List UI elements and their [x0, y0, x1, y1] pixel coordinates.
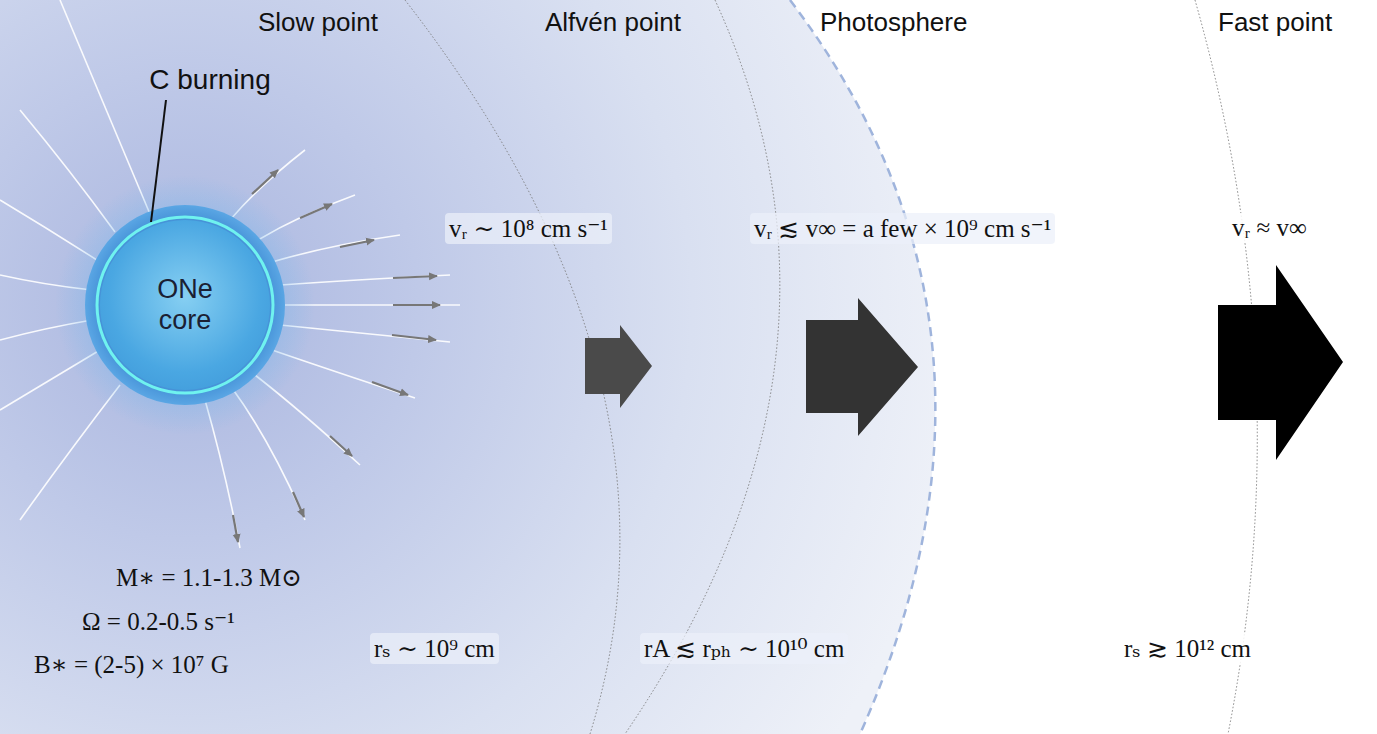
region-label: Slow point — [258, 7, 378, 38]
burning-shell-ring — [97, 217, 273, 393]
flow-arrow — [340, 240, 374, 247]
flow-arrow — [293, 492, 304, 517]
parameter-label: Ω = 0.2-0.5 s⁻¹ — [78, 606, 239, 637]
region-label: Photosphere — [820, 7, 967, 38]
wind-region — [0, 0, 935, 734]
star-glow — [55, 175, 315, 435]
flow-arrow — [330, 436, 352, 456]
velocity-label: vᵣ ≲ v∞ = a few × 10⁹ cm s⁻¹ — [750, 213, 1055, 244]
velocity-label: vᵣ ≈ v∞ — [1228, 213, 1311, 243]
flow-arrow — [233, 515, 238, 542]
leader-line — [151, 100, 166, 222]
star-shell — [85, 205, 285, 405]
velocity-label: vᵣ ∼ 10⁸ cm s⁻¹ — [445, 213, 612, 244]
flow-arrow — [393, 276, 437, 278]
flow-arrow — [392, 335, 436, 340]
radius-label: rₛ ∼ 10⁹ cm — [370, 633, 499, 664]
flow-arrow — [252, 170, 278, 194]
radius-label: rₛ ≳ 10¹² cm — [1120, 633, 1255, 664]
core-circle: ONe core — [100, 220, 270, 390]
parameter-label: B∗ = (2-5) × 10⁷ G — [30, 649, 233, 680]
callout-label: C burning — [149, 64, 270, 96]
field-lines — [0, 0, 460, 548]
field-line — [60, 0, 150, 214]
region-label: Alfvén point — [545, 7, 681, 38]
photosphere-line — [790, 0, 935, 734]
block-arrow — [806, 298, 918, 436]
radius-label: rA ≲ rₚₕ ∼ 10¹⁰ cm — [640, 633, 848, 664]
flow-arrow — [393, 304, 440, 306]
block-arrow — [1218, 265, 1343, 460]
region-label: Fast point — [1218, 7, 1332, 38]
block-arrow — [585, 325, 652, 408]
core-label: ONe core — [157, 274, 213, 336]
flow-arrow — [372, 382, 408, 395]
parameter-label: M∗ = 1.1-1.3 M⊙ — [112, 562, 306, 593]
flow-arrow — [300, 204, 332, 218]
